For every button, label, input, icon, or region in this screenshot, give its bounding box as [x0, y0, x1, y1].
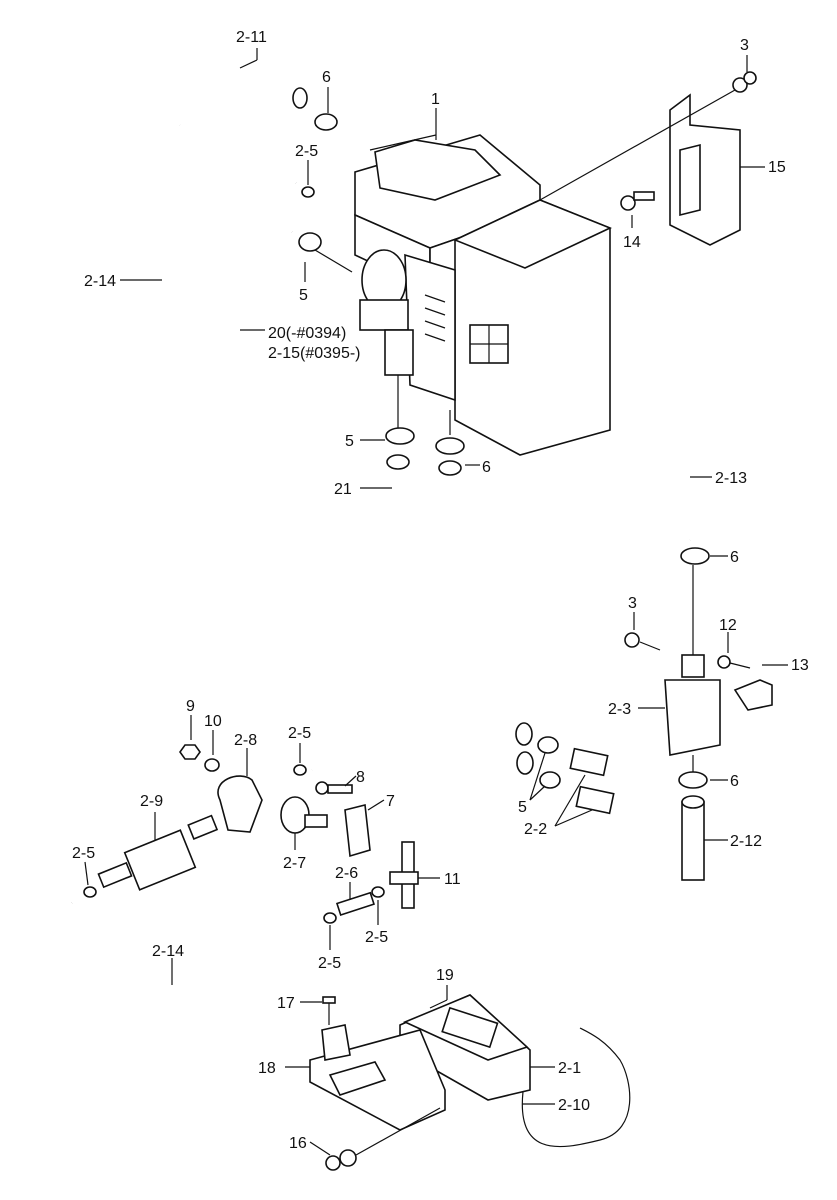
label-8: 8	[356, 769, 365, 786]
label-2-8: 2-8	[234, 732, 257, 749]
hose-2-14-lower	[34, 900, 328, 992]
label-7: 7	[386, 793, 395, 810]
label-2-11: 2-11	[236, 29, 267, 46]
label-5-b: 5	[345, 433, 354, 450]
label-21: 21	[334, 481, 352, 498]
bracket-18	[309, 1024, 446, 1131]
bolt-8	[315, 781, 353, 795]
label-5-a: 5	[299, 287, 308, 304]
label-19: 19	[436, 967, 454, 984]
part-labels: 2-11 3 6 1 2-5 15 2-14 14 5 20(-#0394) 2…	[72, 29, 809, 1152]
hose-2-12	[681, 795, 705, 881]
washer-10	[204, 758, 220, 772]
muffler-2-3	[664, 565, 721, 772]
clamp-6-right	[680, 547, 710, 565]
hose-2-11	[170, 62, 308, 126]
label-2-12: 2-12	[730, 833, 762, 850]
label-6-c: 6	[730, 549, 739, 566]
label-2-7: 2-7	[283, 855, 306, 872]
label-3-mid: 3	[628, 595, 637, 612]
clamp-2-5-bottom	[323, 912, 337, 924]
label-2-13: 2-13	[715, 470, 747, 487]
clamp-2-5-right	[371, 886, 385, 898]
label-2-2: 2-2	[524, 821, 547, 838]
label-16: 16	[289, 1135, 307, 1152]
label-2-3: 2-3	[608, 701, 631, 718]
tube-2-6	[335, 891, 375, 916]
label-2-5-a: 2-5	[295, 143, 318, 160]
label-6-d: 6	[730, 773, 739, 790]
pipe-2-2	[569, 747, 615, 815]
hose-20	[218, 207, 533, 746]
label-15: 15	[768, 159, 786, 176]
label-14: 14	[623, 234, 641, 251]
label-6-b: 6	[482, 459, 491, 476]
heater-unit	[354, 134, 613, 456]
label-2-5-c: 2-5	[72, 845, 95, 862]
hose-21	[386, 454, 534, 775]
label-2-14-b: 2-14	[152, 943, 184, 960]
bolt-3-top	[539, 71, 757, 201]
bolt-16	[325, 1107, 441, 1171]
label-2-5-e: 2-5	[318, 955, 341, 972]
label-10: 10	[204, 713, 222, 730]
clamp-2-5-top	[301, 186, 315, 198]
clamp-2-5-left	[83, 886, 97, 898]
clamp-2-5-mid	[293, 764, 307, 776]
label-2-15: 2-15(#0395-)	[268, 345, 361, 362]
hose-2-14-upper	[158, 162, 349, 774]
bracket-13	[733, 679, 773, 711]
bolt-3-mid	[624, 632, 661, 651]
label-9: 9	[186, 698, 195, 715]
label-5-c: 5	[518, 799, 527, 816]
label-2-1: 2-1	[558, 1060, 581, 1077]
clamp-2-8	[217, 775, 263, 833]
bolt-14	[620, 191, 655, 211]
label-2-5-b: 2-5	[288, 725, 311, 742]
fuel-pump-2-9	[97, 814, 219, 891]
label-11: 11	[444, 871, 461, 888]
cable-2-10	[521, 1027, 631, 1148]
bracket-15	[669, 93, 741, 246]
label-12: 12	[719, 617, 737, 634]
clamp-6-lower	[678, 771, 708, 789]
label-18: 18	[258, 1060, 276, 1077]
label-2-9: 2-9	[140, 793, 163, 810]
label-2-14-a: 2-14	[84, 273, 116, 290]
label-1: 1	[431, 91, 440, 108]
label-20: 20(-#0394)	[268, 325, 346, 342]
bolt-12	[717, 655, 751, 669]
clamp-6-mid	[435, 437, 465, 455]
bracket-7	[344, 804, 371, 858]
hose-2-13	[438, 446, 701, 541]
damper-2-7	[280, 796, 328, 834]
screw-17	[322, 996, 336, 1025]
clamp-5-top	[298, 232, 322, 252]
nut-9	[179, 744, 201, 760]
label-2-5-d: 2-5	[365, 929, 388, 946]
label-2-10: 2-10	[558, 1097, 590, 1114]
label-13: 13	[791, 657, 809, 674]
controller-19	[399, 994, 531, 1101]
clamp-5-lower-b	[539, 771, 561, 789]
clamp-5-lower-a	[537, 736, 559, 754]
label-2-6: 2-6	[335, 865, 358, 882]
clamp-5-mid	[385, 427, 415, 445]
label-3-top: 3	[740, 37, 749, 54]
label-17: 17	[277, 995, 295, 1012]
clamp-6-top	[314, 113, 338, 131]
label-6-a: 6	[322, 69, 331, 86]
leader-lines	[84, 48, 788, 1156]
tee-fitting-11	[389, 841, 419, 909]
